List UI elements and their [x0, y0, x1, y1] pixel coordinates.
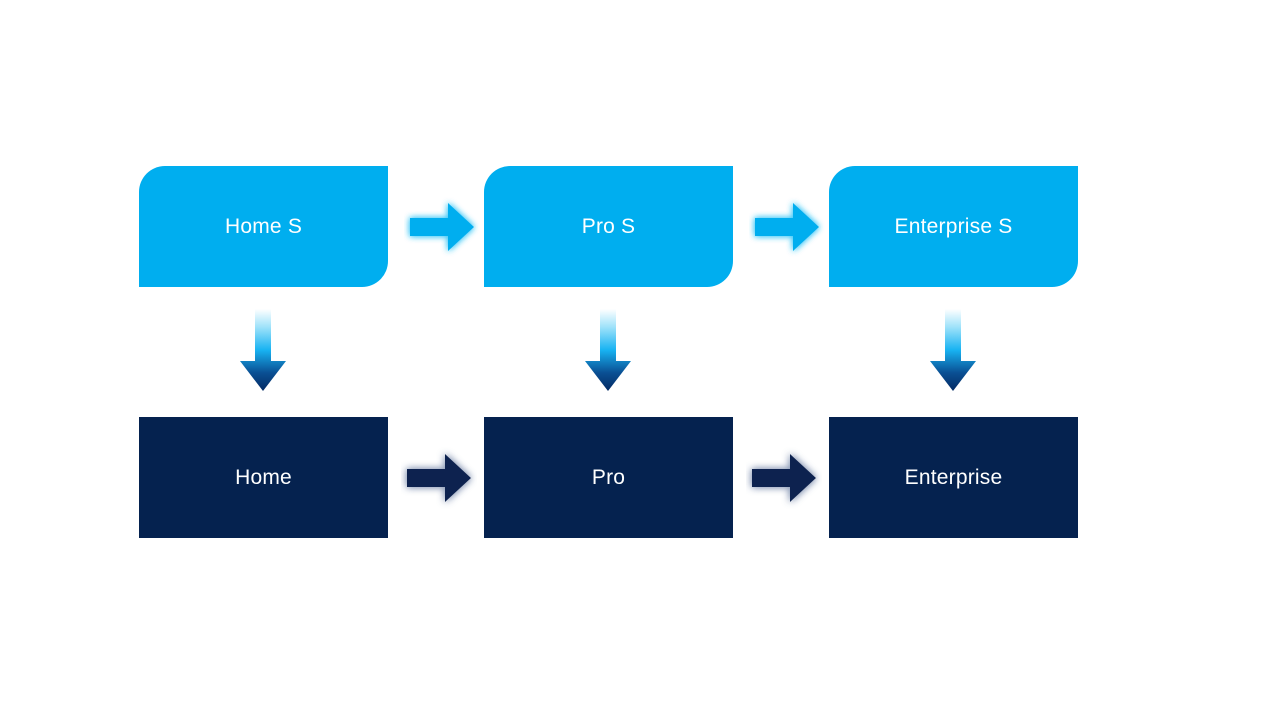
node-label-enterprise: Enterprise: [904, 465, 1003, 489]
node-label-home-s: Home S: [224, 214, 303, 238]
right-block-arrow-icon: [746, 447, 822, 509]
node-pro[interactable]: Pro: [484, 417, 733, 538]
node-label-pro-s: Pro S: [581, 214, 636, 238]
down-block-arrow-icon: [920, 305, 986, 397]
node-home[interactable]: Home: [139, 417, 388, 538]
node-label-pro: Pro: [591, 465, 626, 489]
right-block-arrow-icon: [404, 196, 480, 258]
down-block-arrow-icon: [575, 305, 641, 397]
node-label-enterprise-s: Enterprise S: [894, 214, 1013, 238]
node-pro-s[interactable]: Pro S: [484, 166, 733, 287]
node-home-s[interactable]: Home S: [139, 166, 388, 287]
node-label-home: Home: [235, 465, 292, 489]
node-enterprise[interactable]: Enterprise: [829, 417, 1078, 538]
down-block-arrow-icon: [230, 305, 296, 397]
right-block-arrow-icon: [401, 447, 477, 509]
node-enterprise-s[interactable]: Enterprise S: [829, 166, 1078, 287]
right-block-arrow-icon: [749, 196, 825, 258]
